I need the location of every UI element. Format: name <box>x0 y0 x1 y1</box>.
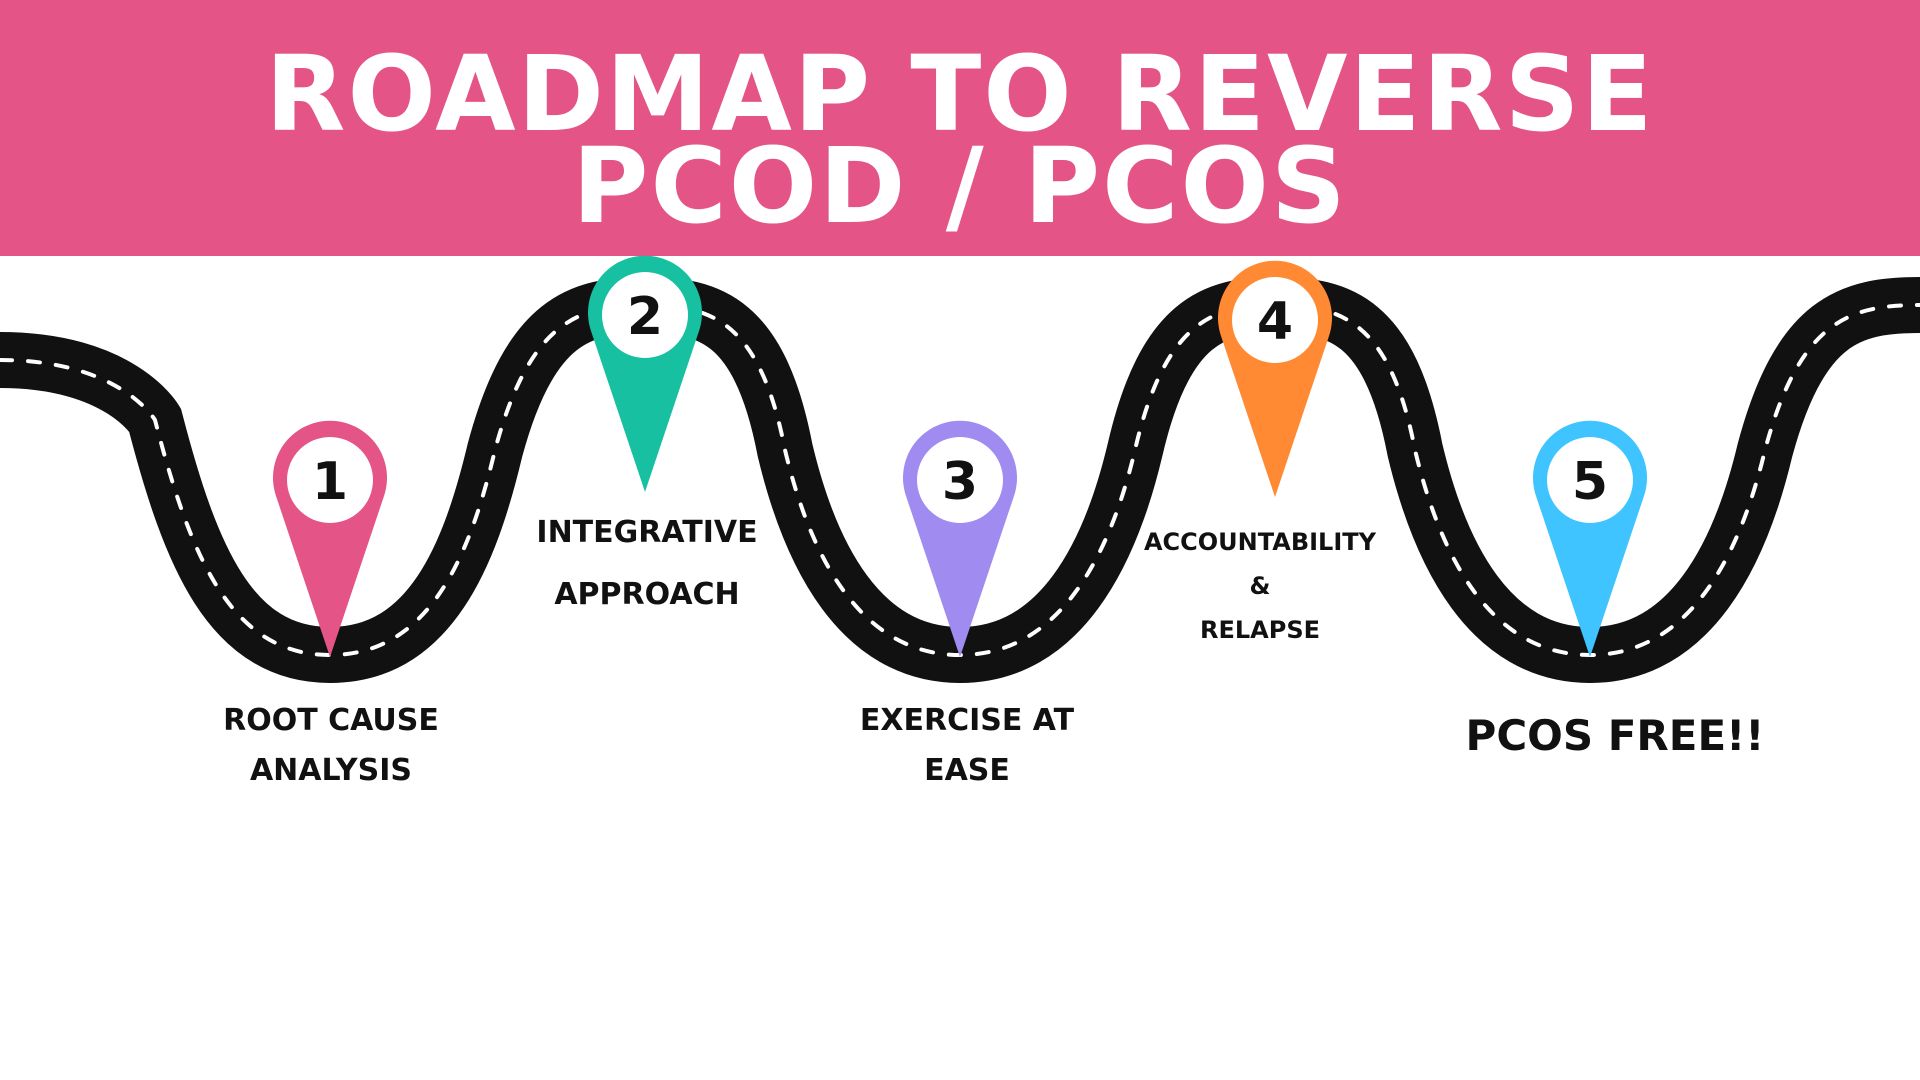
step-4-pin: 4 <box>1218 260 1332 498</box>
step-1-pin: 1 <box>273 420 387 657</box>
step-3-pin: 3 <box>903 420 1017 657</box>
step-4-label: ACCOUNTABILITY & RELAPSE <box>1144 530 1376 642</box>
step-3-label-line-2: EASE <box>924 753 1010 788</box>
pin-1-inner-circle <box>287 437 373 523</box>
step-4-label-line-2: & <box>1249 572 1271 600</box>
step-2-label-line-2: APPROACH <box>554 577 740 612</box>
pin-3-number: 3 <box>942 452 978 512</box>
pin-4-inner-circle <box>1232 277 1318 363</box>
title-line-2: PCOD / PCOS <box>572 125 1348 247</box>
step-4-label-line-1: ACCOUNTABILITY <box>1143 528 1377 556</box>
step-3-label-line-1: EXERCISE AT <box>859 703 1075 738</box>
title-line-1: ROADMAP TO REVERSE <box>265 33 1655 155</box>
pin-1-number: 1 <box>312 452 348 512</box>
step-1-label-line-1: ROOT CAUSE <box>223 703 439 738</box>
step-2-pin: 2 <box>588 255 702 493</box>
pin-3-inner-circle <box>917 437 1003 523</box>
step-2-label: INTEGRATIVE APPROACH <box>536 518 757 610</box>
pin-2-number: 2 <box>627 287 663 347</box>
pin-4-number: 4 <box>1257 292 1293 352</box>
step-1-label-line-2: ANALYSIS <box>249 753 413 788</box>
pin-2-inner-circle <box>602 272 688 358</box>
step-3-label: EXERCISE AT EASE <box>860 706 1074 786</box>
step-1-label: ROOT CAUSE ANALYSIS <box>223 706 439 786</box>
pin-5-number: 5 <box>1572 452 1608 512</box>
title-banner: ROADMAP TO REVERSE PCOD / PCOS <box>0 0 1920 256</box>
step-5-label-line-1: PCOS FREE!! <box>1465 711 1765 760</box>
step-4-label-line-3: RELAPSE <box>1199 616 1320 644</box>
step-5-pin: 5 <box>1533 420 1647 657</box>
step-2-label-line-1: INTEGRATIVE <box>536 515 758 550</box>
pin-5-inner-circle <box>1547 437 1633 523</box>
step-5-label: PCOS FREE!! <box>1466 715 1765 757</box>
